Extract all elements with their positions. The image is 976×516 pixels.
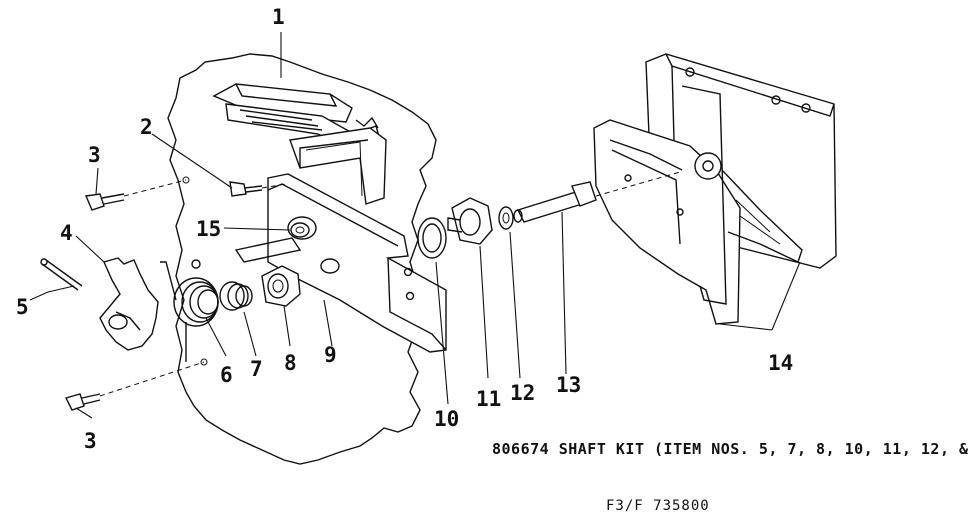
washer-part-15 — [290, 222, 310, 238]
assembly-lines — [99, 171, 681, 397]
screw-part-3-top — [84, 193, 125, 211]
callout-15: 15 — [196, 217, 221, 241]
bracket-plate-part-9 — [267, 173, 447, 353]
bushing-part-8 — [261, 265, 301, 307]
spring-part-6 — [160, 261, 219, 362]
latch-assembly-part-1 — [212, 83, 387, 205]
hex-nut-part-11 — [447, 197, 493, 245]
spring-part-7 — [219, 281, 253, 311]
strap-bracket — [191, 237, 302, 269]
callout-8: 8 — [284, 351, 297, 375]
callout-14: 14 — [768, 351, 793, 375]
callout-7: 7 — [250, 357, 263, 381]
callout-5: 5 — [16, 295, 29, 319]
screw-hole-bottom — [200, 358, 208, 366]
washer-part-12 — [498, 206, 514, 230]
callout-2: 2 — [140, 115, 153, 139]
callout-6: 6 — [220, 363, 233, 387]
shaft-kit-note: 806674 SHAFT KIT (ITEM NOS. 5, 7, 8, 10,… — [492, 440, 976, 458]
callout-4: 4 — [60, 221, 73, 245]
shaft-part-13 — [513, 181, 597, 223]
callout-10: 10 — [434, 407, 459, 431]
screw-hole-top — [182, 176, 190, 184]
callout-13: 13 — [556, 373, 581, 397]
o-ring-part-10 — [417, 217, 447, 259]
damper-assembly-part-14 — [593, 53, 837, 325]
pin-part-5 — [40, 258, 83, 291]
screw-part-2 — [229, 181, 263, 197]
cam-lever-part-4 — [99, 257, 159, 351]
figure-id: F3/F 735800 — [606, 498, 710, 514]
screw-part-3-bottom — [64, 393, 101, 411]
leader-lines — [29, 32, 801, 419]
callout-9: 9 — [324, 343, 337, 367]
callout-11: 11 — [476, 387, 501, 411]
back-panel — [167, 53, 437, 465]
callout-labels: 1 2 3 4 5 6 7 8 9 10 11 12 13 14 15 3 — [16, 5, 793, 453]
callout-3-top: 3 — [88, 143, 101, 167]
callout-3-bottom: 3 — [84, 429, 97, 453]
callout-12: 12 — [510, 381, 535, 405]
callout-1: 1 — [272, 5, 285, 29]
